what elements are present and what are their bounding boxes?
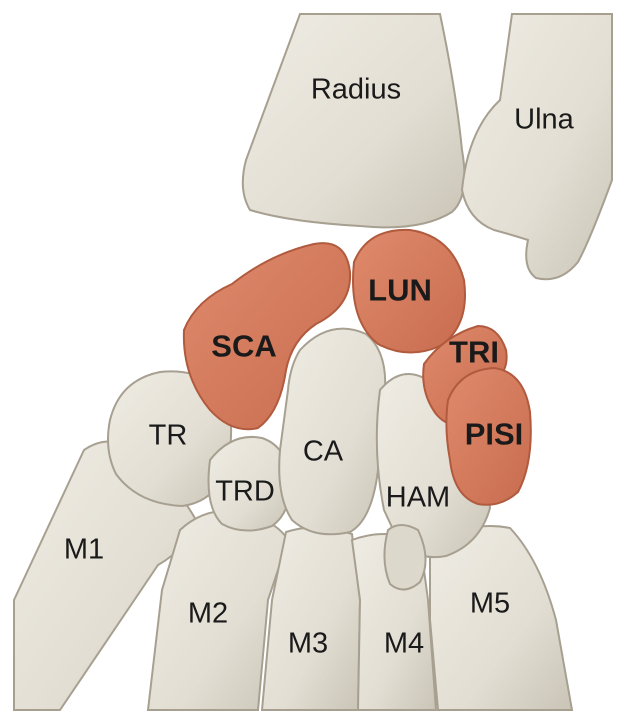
scaphoid-bone [182, 242, 352, 431]
m2-label: M2 [187, 597, 229, 630]
capitate-label: CA [302, 435, 344, 468]
ulna-label: Ulna [514, 103, 574, 136]
m4-label: M4 [383, 627, 425, 660]
trapezoid-label: TRD [215, 475, 275, 508]
pisiform-label: PISI [464, 416, 524, 452]
m5-label: M5 [469, 587, 511, 620]
m1-label: M1 [63, 533, 105, 566]
hamate-label: HAM [385, 481, 451, 514]
capitate-bone [278, 327, 387, 536]
trapezoid-bone [207, 436, 292, 532]
lunate-bone [352, 228, 466, 354]
lunate-label: LUN [368, 272, 432, 308]
ulna-bone [460, 13, 613, 281]
pisiform-bone [445, 366, 532, 506]
radius-bone [241, 13, 466, 229]
trapezium-label: TR [148, 419, 188, 452]
triquetrum-label: TRI [449, 334, 499, 370]
radius-label: Radius [310, 73, 402, 106]
scaphoid-label: SCA [211, 328, 277, 364]
m3-label: M3 [287, 627, 329, 660]
hamate-hook [383, 524, 427, 591]
